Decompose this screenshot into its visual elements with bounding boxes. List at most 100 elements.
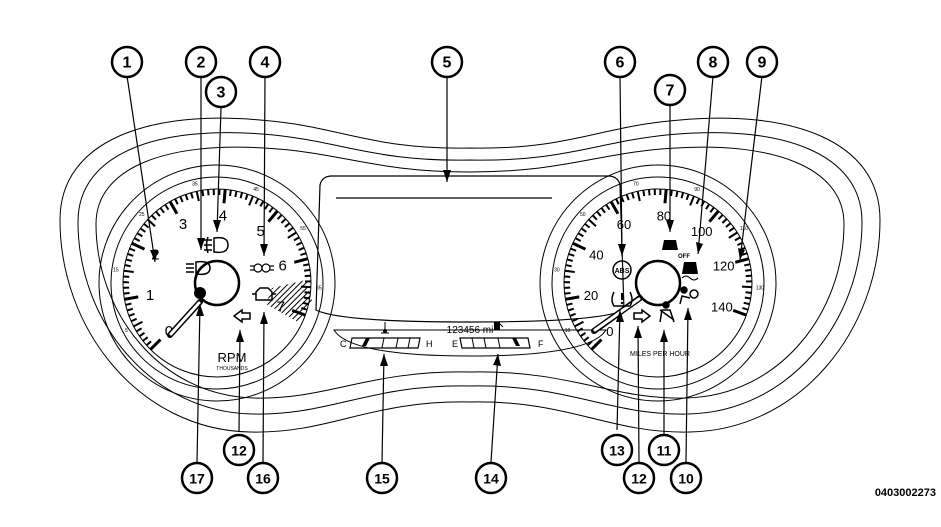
tach-tick	[186, 194, 188, 200]
speedo-minor-label: 30	[554, 268, 560, 274]
speedo-tick	[682, 192, 684, 198]
callout-12: 12	[224, 435, 254, 465]
speedo-tick	[744, 303, 750, 304]
callout-2: 2	[186, 47, 216, 77]
tach-tick	[197, 191, 199, 201]
speedo-tick	[575, 238, 580, 241]
tach-tick	[281, 219, 285, 223]
speedo-tick	[722, 219, 726, 223]
speedo-tick	[719, 215, 723, 219]
speedo-tick	[585, 224, 590, 228]
tach-tick	[180, 196, 182, 202]
speedo-tick	[744, 264, 750, 265]
speedo-tick	[709, 211, 718, 222]
callout-number: 1	[123, 55, 132, 72]
callout-number: 5	[443, 55, 452, 72]
callout-1: 1	[112, 47, 142, 77]
callout-9: 9	[747, 47, 777, 77]
tach-tick	[136, 328, 141, 331]
tach-tick	[265, 204, 268, 209]
air-bag-warning-icon	[680, 287, 698, 304]
tach-tick	[285, 223, 290, 227]
cluster-outline	[60, 118, 880, 432]
callout-number: 11	[657, 443, 672, 459]
center-display: C H 123456 mi E F	[316, 176, 624, 356]
tach-tick	[124, 271, 134, 272]
coolant-temp-icon	[381, 322, 389, 333]
left-turn-signal-icon	[234, 310, 250, 322]
callout-4: 4	[250, 47, 280, 77]
callout-11: 11	[649, 435, 679, 465]
tach-tick	[294, 237, 299, 240]
speedo-tick	[589, 219, 596, 226]
callout-number: 12	[631, 471, 647, 487]
tach-tick	[268, 211, 277, 222]
speedo-tick	[733, 310, 746, 315]
speedo-tick	[671, 190, 672, 196]
callout-number: 16	[255, 471, 271, 487]
callout-number: 2	[197, 55, 206, 72]
fuel-pump-icon	[494, 322, 503, 330]
speedo-major-label: 140	[711, 299, 733, 314]
callout-number: 15	[374, 471, 390, 487]
tach-tick	[137, 233, 142, 236]
svg-text:OFF: OFF	[678, 254, 690, 260]
speedo-tick	[745, 298, 751, 299]
speedo-minor-label: 90	[694, 187, 700, 193]
speedo-minor-label: 50	[580, 212, 586, 218]
speedo-tick	[706, 204, 709, 209]
speedo-tick	[627, 194, 629, 200]
callout-14: 14	[476, 463, 506, 493]
tach-minor-label: 65	[316, 285, 322, 291]
speedo-unit-label: MILES PER HOUR	[630, 351, 690, 358]
tach-minor-label: 35	[192, 181, 198, 187]
speedo-major-label: 20	[584, 288, 598, 303]
speedo-tick	[565, 293, 571, 294]
speedo-tick	[632, 193, 634, 199]
tach-tick	[256, 199, 259, 204]
figure-reference-number: 0403002273	[875, 487, 936, 499]
tach-tick	[143, 337, 148, 341]
speedo-tick	[577, 328, 582, 331]
speedo-tick	[729, 228, 734, 232]
callout-15: 15	[367, 463, 397, 493]
tach-minor-label: 15	[113, 268, 119, 274]
callout-12: 12	[624, 463, 654, 493]
tach-tick	[124, 293, 130, 294]
speedo-tick	[611, 202, 618, 214]
speedo-tick	[593, 215, 597, 219]
callout-17: 17	[182, 463, 212, 493]
tach-tick	[288, 232, 296, 237]
speedo-tick	[638, 191, 640, 201]
callout-number: 17	[189, 471, 205, 487]
callout-10: 10	[671, 463, 701, 493]
tach-tick	[140, 333, 145, 336]
tach-tick	[128, 254, 134, 256]
speedo-tick	[568, 309, 574, 311]
tach-tick	[246, 194, 248, 200]
callout-number: 6	[616, 55, 625, 72]
callout-6: 6	[605, 47, 635, 77]
tach-tick	[156, 212, 160, 217]
callout-number: 4	[261, 55, 270, 72]
tach-tick	[278, 215, 282, 219]
tach-tick	[296, 243, 301, 246]
tach-tick	[235, 191, 236, 197]
speedo-tick	[649, 189, 650, 195]
tach-tick	[249, 196, 253, 205]
speedo-tick	[726, 223, 731, 227]
speedo-tick	[573, 243, 586, 249]
speedo-tick	[710, 207, 714, 212]
speedo-tick	[729, 232, 737, 237]
speedo-major-label: 120	[713, 258, 735, 273]
speedo-tick	[676, 191, 677, 197]
temperature-gauge: C H	[340, 322, 433, 349]
front-fog-light-icon	[204, 237, 228, 253]
tach-minor-label: 5	[125, 328, 128, 334]
speedo-tick	[575, 322, 584, 327]
tach-tick	[160, 208, 164, 213]
callout-13: 13	[602, 435, 632, 465]
tach-major-label: 1	[146, 287, 154, 304]
odometer-readout: 123456 mi	[447, 325, 494, 336]
